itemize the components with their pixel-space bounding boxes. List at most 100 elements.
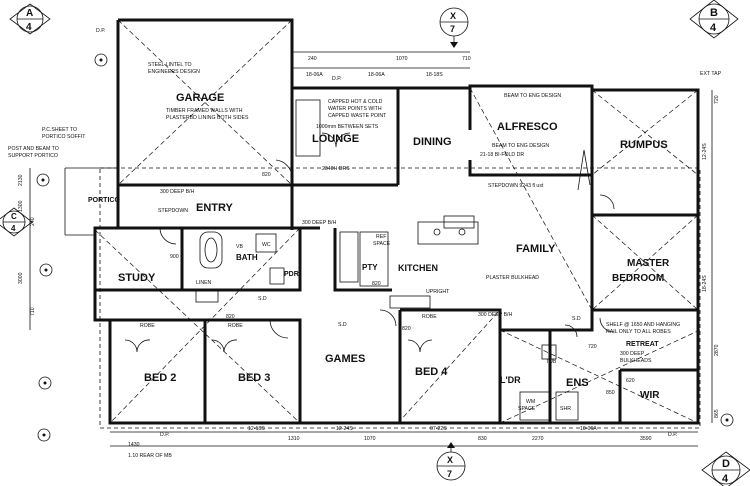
note-steps: STEPDOWN [158, 208, 188, 214]
dim-top-1070: 1070 [396, 56, 408, 62]
dim-left-710: 710 [30, 307, 36, 316]
callout-x7-top: X 7 [439, 7, 469, 48]
dim-top-18-06a-1: 18-06A [306, 72, 323, 78]
note-upright: UPRIGHT [426, 289, 450, 295]
note-shower: SHR [560, 406, 571, 412]
callout-d4: D 4 [701, 451, 750, 486]
dim-door-900: 900 [170, 254, 179, 260]
callout-x7-bottom: X 7 [436, 442, 466, 481]
note-bulkhead: PLASTER BULKHEAD [486, 275, 539, 281]
note-water-1: CAPPED HOT & COLD [328, 99, 383, 105]
dim-left-1300: 1300 [18, 200, 24, 212]
room-master-1: MASTER [627, 258, 670, 269]
dim-door-820-d: 820 [226, 314, 235, 320]
note-pc-sheet-1: P.C.SHEET TO [42, 127, 77, 133]
callout-d-number: 4 [722, 473, 729, 485]
note-post-beam-1: POST AND BEAM TO [8, 146, 59, 152]
callout-b-number: 4 [710, 22, 717, 34]
dim-door-820-b: 820 [402, 326, 411, 332]
note-water-4: 1000mm BETWEEN SETS [316, 124, 379, 130]
note-downpipe-1: D.P. [96, 28, 105, 34]
dim-right-2870: 2870 [714, 344, 720, 356]
room-bed-4: BED 4 [415, 366, 448, 378]
room-alfresco: ALFRESCO [497, 121, 558, 133]
note-smoke-detector-2: S.D [338, 322, 347, 328]
note-garage-walls-1: TIMBER FRAMED WALLS WITH [166, 108, 243, 114]
callout-a-number: 4 [26, 22, 32, 33]
callout-x-number: 7 [450, 24, 455, 34]
note-shelf-2: RAIL ONLY TO ALL ROBES [606, 329, 671, 335]
note-bifold: 21-18 BI-FOLD DR [480, 152, 524, 158]
note-door-height: 2340H DRS [322, 166, 350, 172]
note-garage-lintel-2: ENGINEERS DESIGN [148, 69, 200, 75]
dim-bot-2270: 2270 [532, 436, 544, 442]
dimension-lines [29, 51, 713, 447]
grid-markers [36, 53, 734, 442]
room-bed-2: BED 2 [144, 372, 176, 384]
room-robe-1: ROBE [140, 323, 155, 329]
room-retreat: RETREAT [626, 341, 659, 348]
dim-bot-1310: 1310 [288, 436, 300, 442]
doors [124, 132, 615, 353]
room-robe-3: ROBE [422, 314, 437, 320]
dim-bot-10-06a: 10-06A [580, 426, 597, 432]
note-vanity: VB [236, 244, 243, 250]
room-wir: WIR [640, 390, 660, 401]
room-pty: PTY [362, 263, 378, 272]
dim-left-2130: 2130 [18, 174, 24, 186]
walls [64, 18, 700, 425]
note-retreat-bulkhead-2: BULKHEADS [620, 358, 652, 364]
room-linen: LINEN [196, 280, 212, 286]
dim-door-820-c: 820 [372, 281, 381, 287]
callout-x-number: 7 [447, 469, 452, 479]
callout-a4: A 4 [9, 3, 51, 35]
note-downpipe-3: D.P. [160, 432, 169, 438]
note-rear-of-mb: 1.10 REAR OF MB [128, 453, 172, 459]
room-robe-2: ROBE [228, 323, 243, 329]
dim-bot-830: 830 [478, 436, 487, 442]
note-water-3: CAPPED WASTE POINT [328, 113, 387, 119]
room-family: FAMILY [516, 243, 556, 255]
dim-top-240: 240 [308, 56, 317, 62]
callout-x-letter: X [447, 455, 453, 465]
room-study: STUDY [118, 272, 156, 284]
note-tub: TUB [546, 359, 557, 365]
callout-c-number: 4 [11, 224, 16, 233]
note-wc: WC [262, 242, 271, 248]
callout-d-letter: D [722, 458, 730, 470]
dim-top-18-18s: 18-18S [426, 72, 443, 78]
note-post-beam-2: SUPPORT PORTICO [8, 153, 58, 159]
room-games: GAMES [325, 353, 365, 365]
dim-bot-3590: 3590 [640, 436, 652, 442]
callout-x-letter: X [450, 11, 456, 21]
note-bulkhead-3: 300 DEEP B/H [478, 312, 512, 318]
dim-top-710: 710 [462, 56, 471, 62]
room-garage: GARAGE [176, 92, 224, 104]
room-bath: BATH [236, 253, 258, 262]
dim-right-18-24s: 18-24S [702, 275, 708, 292]
dim-left-240: 240 [30, 217, 36, 226]
room-pdr: PDR [284, 271, 299, 278]
note-stepdown: STEPDOWN 9243 fl ust [488, 183, 544, 189]
dim-door-850: 850 [606, 390, 615, 396]
callout-a-letter: A [26, 8, 33, 19]
room-laundry: L'DR [500, 375, 521, 385]
note-smoke-detector-1: S.D [258, 296, 267, 302]
room-portico: PORTICO [88, 197, 120, 204]
roof-lines [94, 19, 701, 429]
dim-bot-1430: 1430 [128, 442, 140, 448]
dim-bot-1070: 1070 [364, 436, 376, 442]
note-garage-lintel-1: STEEL LINTEL TO [148, 62, 192, 68]
note-beam-2: BEAM TO ENG DESIGN [492, 143, 549, 149]
callout-b4: B 4 [689, 0, 739, 39]
note-downpipe-4: D.P. [668, 432, 677, 438]
dim-bot-12-18s: 12-18S [248, 426, 265, 432]
dim-bot-07-22s: 07-22S [430, 426, 447, 432]
dim-bot-12-24s: 12-24S [336, 426, 353, 432]
room-rumpus: RUMPUS [620, 139, 668, 151]
room-master-2: BEDROOM [612, 273, 664, 284]
dim-right-12-24s: 12-24S [702, 143, 708, 160]
note-pc-sheet-2: PORTICO SOFFIT [42, 134, 86, 140]
note-bulkhead-2: 300 DEEP B/H [160, 189, 194, 195]
note-garage-walls-2: PLASTERBD LINING BOTH SIDES [166, 115, 249, 121]
